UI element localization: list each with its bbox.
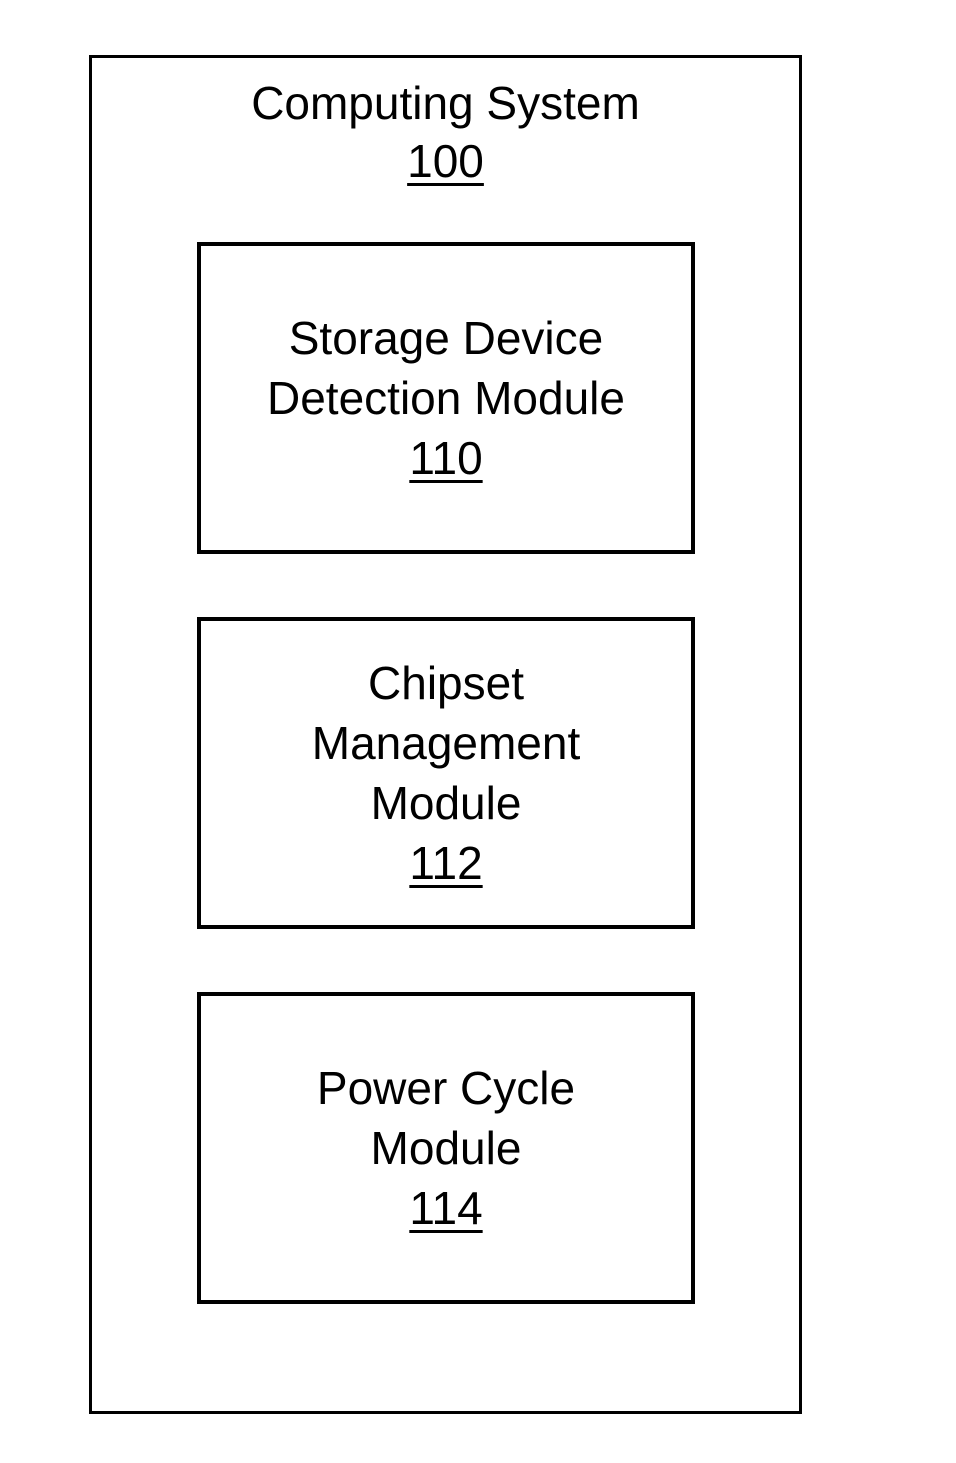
module-ref: 112 xyxy=(312,833,581,893)
computing-system-title: Computing System xyxy=(89,74,802,132)
module-ref: 110 xyxy=(267,428,625,488)
module-label-line: Chipset xyxy=(312,653,581,713)
power-cycle-module-label: Power Cycle Module 114 xyxy=(317,1058,575,1238)
storage-device-detection-module-label: Storage Device Detection Module 110 xyxy=(267,308,625,488)
chipset-management-module-box: Chipset Management Module 112 xyxy=(197,617,695,929)
module-label-line: Power Cycle xyxy=(317,1058,575,1118)
module-label-line: Module xyxy=(312,773,581,833)
storage-device-detection-module-box: Storage Device Detection Module 110 xyxy=(197,242,695,554)
chipset-management-module-label: Chipset Management Module 112 xyxy=(312,653,581,893)
module-label-line: Detection Module xyxy=(267,368,625,428)
module-label-line: Module xyxy=(317,1118,575,1178)
computing-system-ref: 100 xyxy=(89,132,802,190)
power-cycle-module-box: Power Cycle Module 114 xyxy=(197,992,695,1304)
module-label-line: Storage Device xyxy=(267,308,625,368)
module-ref: 114 xyxy=(317,1178,575,1238)
module-label-line: Management xyxy=(312,713,581,773)
computing-system-label: Computing System 100 xyxy=(89,74,802,190)
